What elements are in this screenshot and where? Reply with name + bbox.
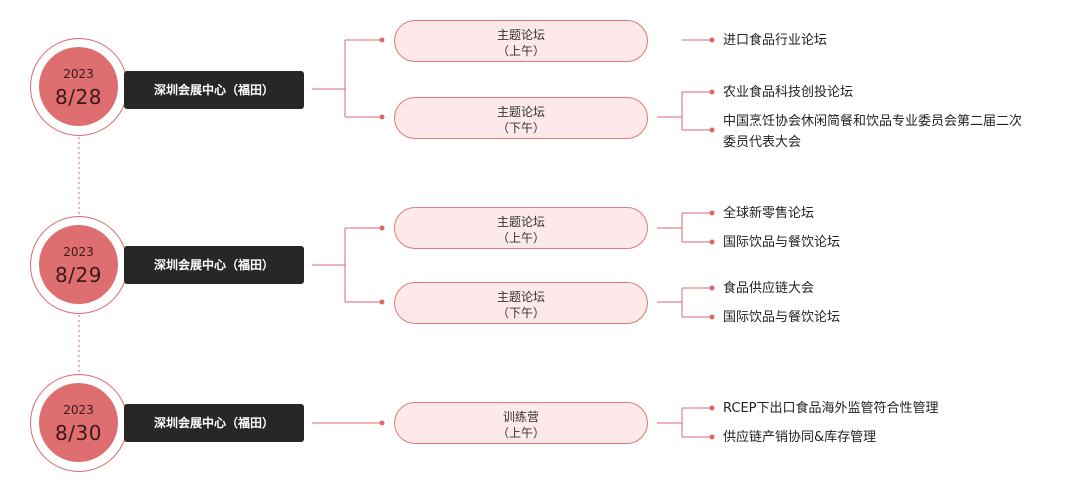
- session-title: 训练营: [502, 410, 539, 424]
- session-title: 主题论坛: [496, 28, 545, 42]
- topic-dot: [709, 37, 715, 43]
- topic-item: 食品供应链大会: [723, 281, 815, 296]
- topic-dot: [709, 405, 715, 411]
- session-dot: [379, 114, 385, 120]
- year-label: 2023: [63, 245, 94, 259]
- session-dot: [379, 420, 385, 426]
- topic-dot: [709, 314, 715, 320]
- session-day-1-am: 主题论坛 （上午）: [394, 20, 648, 62]
- year-label: 2023: [63, 403, 94, 417]
- session-title: 主题论坛: [496, 105, 545, 119]
- session-time: （下午）: [496, 306, 545, 320]
- session-title: 主题论坛: [496, 215, 545, 229]
- topic-item: 国际饮品与餐饮论坛: [723, 235, 841, 250]
- topic-dot: [709, 239, 715, 245]
- topic-item: 全球新零售论坛: [723, 206, 815, 221]
- date-circle-day-2: 2023 8/29: [30, 216, 128, 314]
- session-time: （上午）: [496, 231, 545, 245]
- topic-dot: [709, 127, 715, 133]
- topic-dot: [709, 434, 715, 440]
- session-day-1-pm: 主题论坛 （下午）: [394, 97, 648, 139]
- venue-label-day-2: 深圳会展中心（福田）: [124, 246, 304, 284]
- session-dot: [379, 225, 385, 231]
- topic-item: 中国烹饪协会休闲简餐和饮品专业委员会第二届二次委员代表大会: [723, 114, 1023, 150]
- year-label: 2023: [63, 67, 94, 81]
- topic-item: RCEP下出口食品海外监管符合性管理: [723, 401, 939, 416]
- date-circle-day-1: 2023 8/28: [30, 38, 128, 136]
- session-day-2-pm: 主题论坛 （下午）: [394, 282, 648, 324]
- session-day-2-am: 主题论坛 （上午）: [394, 207, 648, 249]
- session-time: （上午）: [496, 44, 545, 58]
- topic-dot: [709, 89, 715, 95]
- topic-item: 供应链产销协同&库存管理: [723, 430, 877, 445]
- topic-item: 农业食品科技创投论坛: [723, 85, 854, 100]
- date-label: 8/28: [55, 85, 102, 109]
- topic-item: 进口食品行业论坛: [723, 33, 828, 48]
- date-label: 8/29: [55, 263, 102, 287]
- venue-label-day-1: 深圳会展中心（福田）: [124, 71, 304, 109]
- session-dot: [379, 37, 385, 43]
- session-dot: [379, 299, 385, 305]
- venue-label-day-3: 深圳会展中心（福田）: [124, 404, 304, 442]
- date-label: 8/30: [55, 421, 102, 445]
- topic-dot: [709, 210, 715, 216]
- date-circle-day-3: 2023 8/30: [30, 374, 128, 472]
- topic-dot: [709, 285, 715, 291]
- session-title: 主题论坛: [496, 290, 545, 304]
- session-time: （下午）: [496, 121, 545, 135]
- session-time: （上午）: [496, 426, 545, 440]
- topic-item: 国际饮品与餐饮论坛: [723, 310, 841, 325]
- session-day-3-am: 训练营 （上午）: [394, 402, 648, 444]
